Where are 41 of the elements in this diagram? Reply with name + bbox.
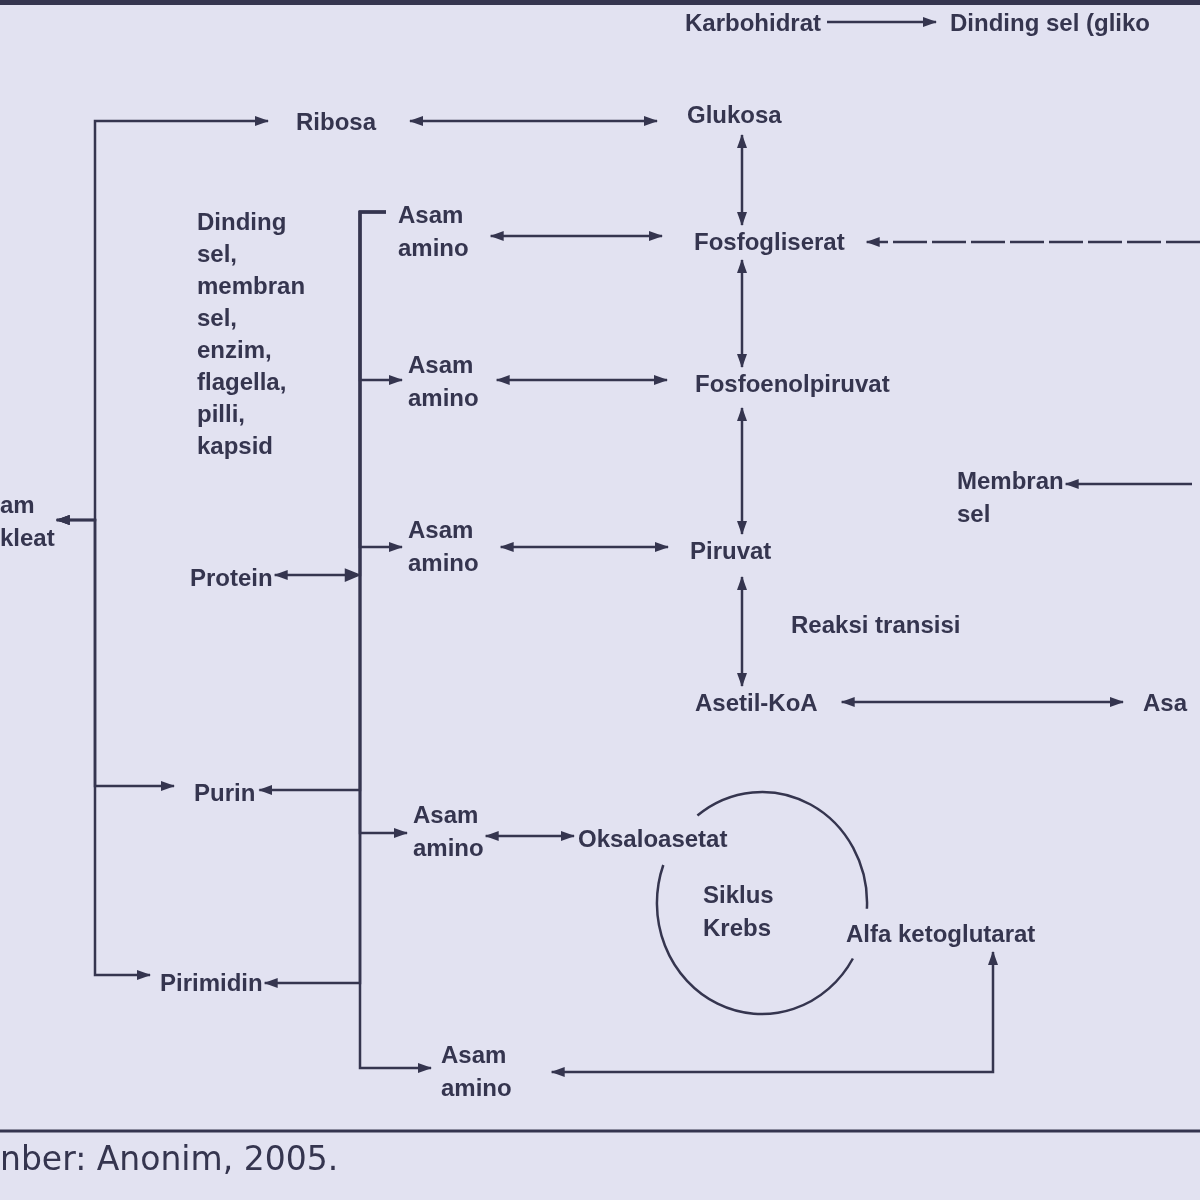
metabolite-label: Karbohidrat [685, 6, 821, 39]
arrow [495, 375, 668, 385]
metabolite-label: Asam amino [441, 1038, 512, 1104]
arrow [550, 951, 998, 1077]
metabolite-label: Pirimidin [160, 966, 263, 999]
edge-label: Reaksi transisi [791, 610, 961, 640]
incoming-arrow [865, 237, 1200, 247]
metabolite-label: Asam amino [398, 198, 469, 264]
metabolite-label: Membran sel [957, 464, 1064, 530]
arrow [840, 697, 1124, 707]
arrow [55, 515, 151, 980]
arrow [737, 576, 747, 687]
metabolite-label: Fosfogliserat [694, 225, 845, 258]
arrow [737, 259, 747, 368]
metabolite-label: Asetil-KoA [695, 686, 818, 719]
metabolite-label: Asam amino [408, 513, 479, 579]
metabolite-label: Asam amino [413, 798, 484, 864]
metabolite-label: Asam amino [408, 348, 479, 414]
metabolite-label: Glukosa [687, 98, 782, 131]
arrow [484, 831, 575, 841]
cycle-label: Siklus Krebs [703, 880, 774, 943]
metabolite-label: Ribosa [296, 105, 376, 138]
arrow [409, 116, 658, 126]
product-list: Dinding sel, membran sel, enzim, flagella, pilli, kapsid [197, 206, 306, 462]
arrow [273, 210, 388, 582]
arrow [489, 231, 663, 241]
metabolite-label: Protein [190, 561, 273, 594]
metabolite-label: Alfa ketoglutarat [846, 917, 1036, 950]
metabolite-label: Piruvat [690, 534, 772, 567]
metabolite-label: Dinding sel (gliko [950, 6, 1150, 39]
source-caption: nber: Anonim, 2005. [0, 1142, 339, 1175]
arrow [737, 407, 747, 535]
arrow [827, 17, 937, 27]
incoming-arrow [1064, 479, 1192, 489]
metabolite-label: Asa [1143, 686, 1188, 719]
arrow [499, 542, 669, 552]
metabolite-label: Purin [194, 776, 256, 809]
metabolite-label: Fosfoenolpiruvat [695, 367, 890, 400]
metabolite-label: am kleat [0, 488, 55, 554]
metabolite-label: Oksaloasetat [578, 822, 728, 855]
arrow [737, 134, 747, 226]
